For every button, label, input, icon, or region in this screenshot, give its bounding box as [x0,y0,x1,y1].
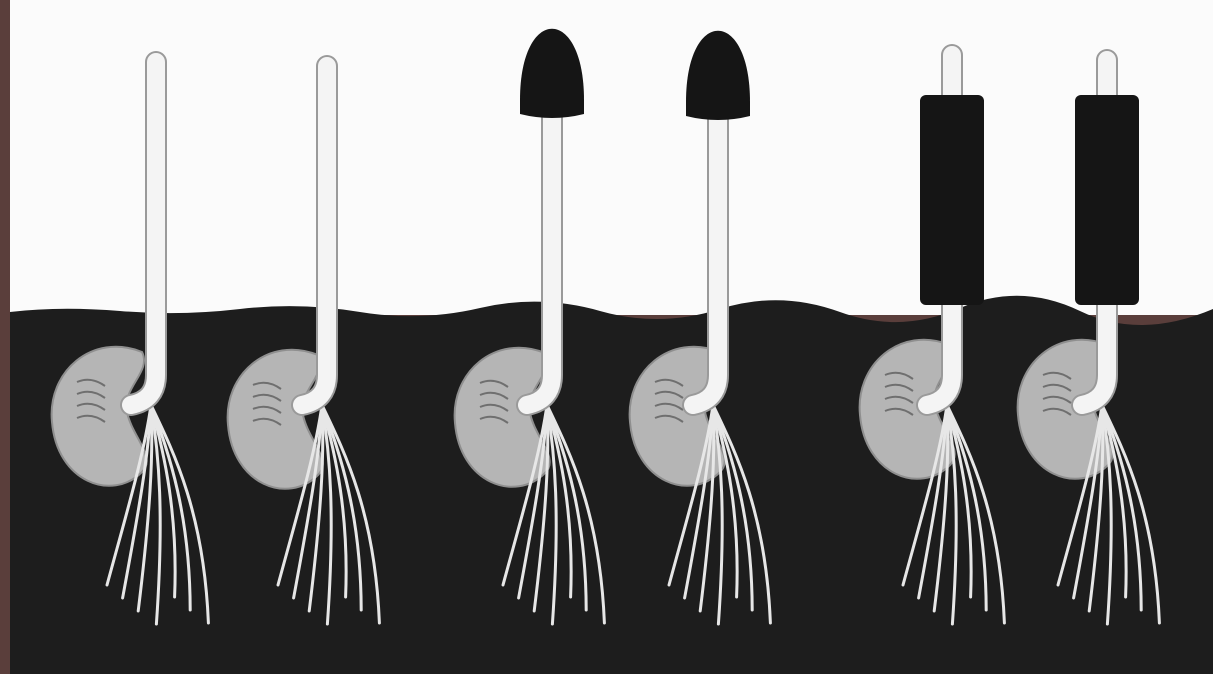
soil-area [10,296,1213,674]
stem-sleeve [1075,95,1139,305]
sky-area [10,0,1213,315]
stem-sleeve [920,95,984,305]
